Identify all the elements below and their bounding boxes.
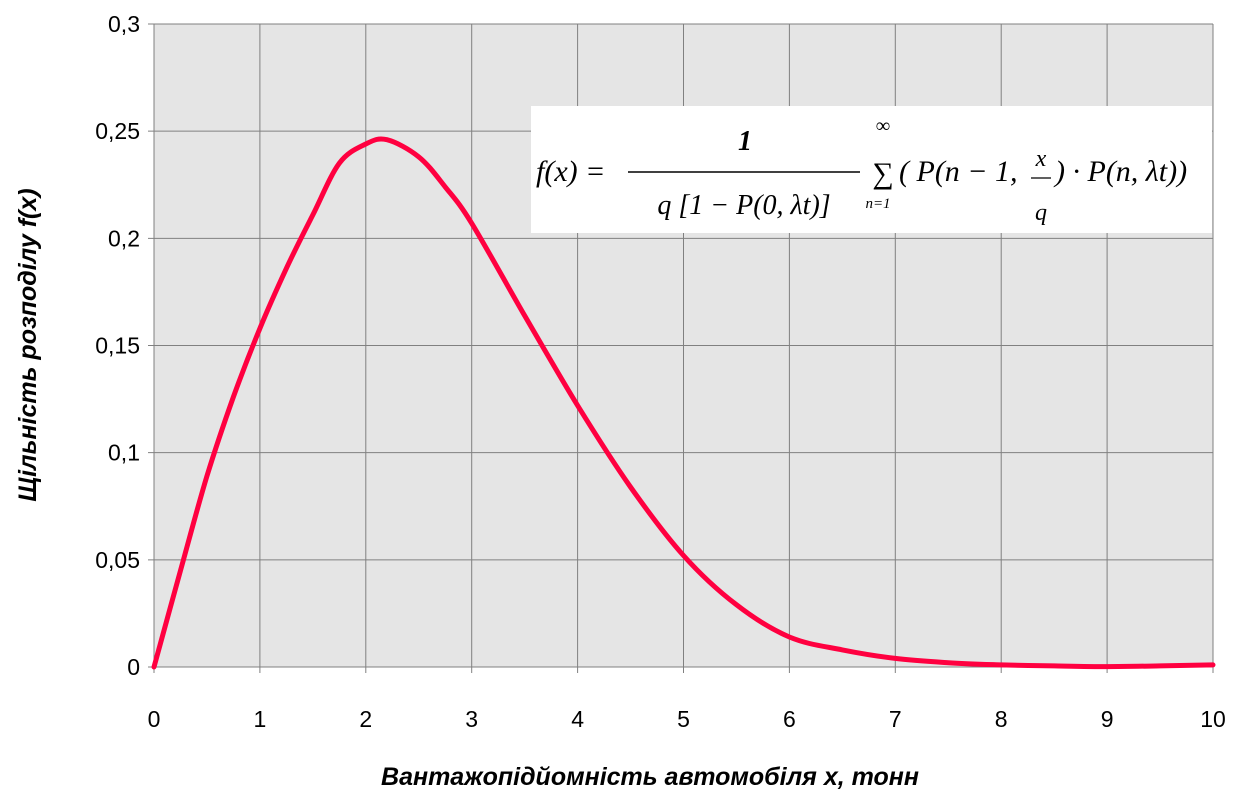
formula-sum-symbol: ∑ (872, 157, 893, 190)
y-tick-label: 0,3 (108, 11, 140, 37)
y-axis-label: Щільність розподілу f(x) (14, 188, 42, 501)
formula-summand-b: ) · P(n, λt)) (1053, 155, 1187, 188)
x-tick-label: 9 (1101, 706, 1114, 732)
formula-denominator: q [1 − P(0, λt)] (657, 190, 830, 221)
x-tick-label: 8 (995, 706, 1008, 732)
y-tick-label: 0,2 (108, 225, 140, 251)
x-tick-label: 3 (465, 706, 478, 732)
x-tick-label: 7 (889, 706, 902, 732)
formula-sum-top: ∞ (876, 115, 890, 137)
x-axis-label: Вантажопідйомність автомобіля х, тонн (381, 763, 919, 791)
formula-numerator: 1 (738, 126, 752, 157)
x-tick-label: 2 (359, 706, 372, 732)
x-tick-label: 10 (1200, 706, 1226, 732)
x-tick-label: 1 (254, 706, 267, 732)
x-tick-label: 0 (148, 706, 161, 732)
y-tick-label: 0,05 (95, 547, 140, 573)
x-tick-label: 6 (783, 706, 796, 732)
formula-box (531, 106, 1212, 233)
formula-sum-bottom: n=1 (865, 196, 890, 212)
formula-annotation: f(x) = 1 q [1 − P(0, λt)] ∞ ∑ n=1 ( P(n … (531, 106, 1212, 233)
y-tick-label: 0,1 (108, 440, 140, 466)
x-tick-labels: 0 1 2 3 4 5 6 7 8 9 10 (148, 706, 1226, 732)
formula-summand-a: ( P(n − 1, (899, 155, 1018, 188)
formula-frac-den: q (1035, 200, 1047, 226)
formula-frac-num: x (1035, 146, 1047, 172)
density-curve (151, 136, 1216, 670)
x-tick-label: 4 (571, 706, 584, 732)
x-tick-label: 5 (677, 706, 690, 732)
formula-lhs: f(x) = (536, 155, 605, 188)
y-tick-label: 0,25 (95, 118, 140, 144)
y-tick-label: 0 (127, 654, 140, 680)
y-tick-labels: 0 0,05 0,1 0,15 0,2 0,25 0,3 (95, 11, 140, 680)
y-tick-label: 0,15 (95, 333, 140, 359)
